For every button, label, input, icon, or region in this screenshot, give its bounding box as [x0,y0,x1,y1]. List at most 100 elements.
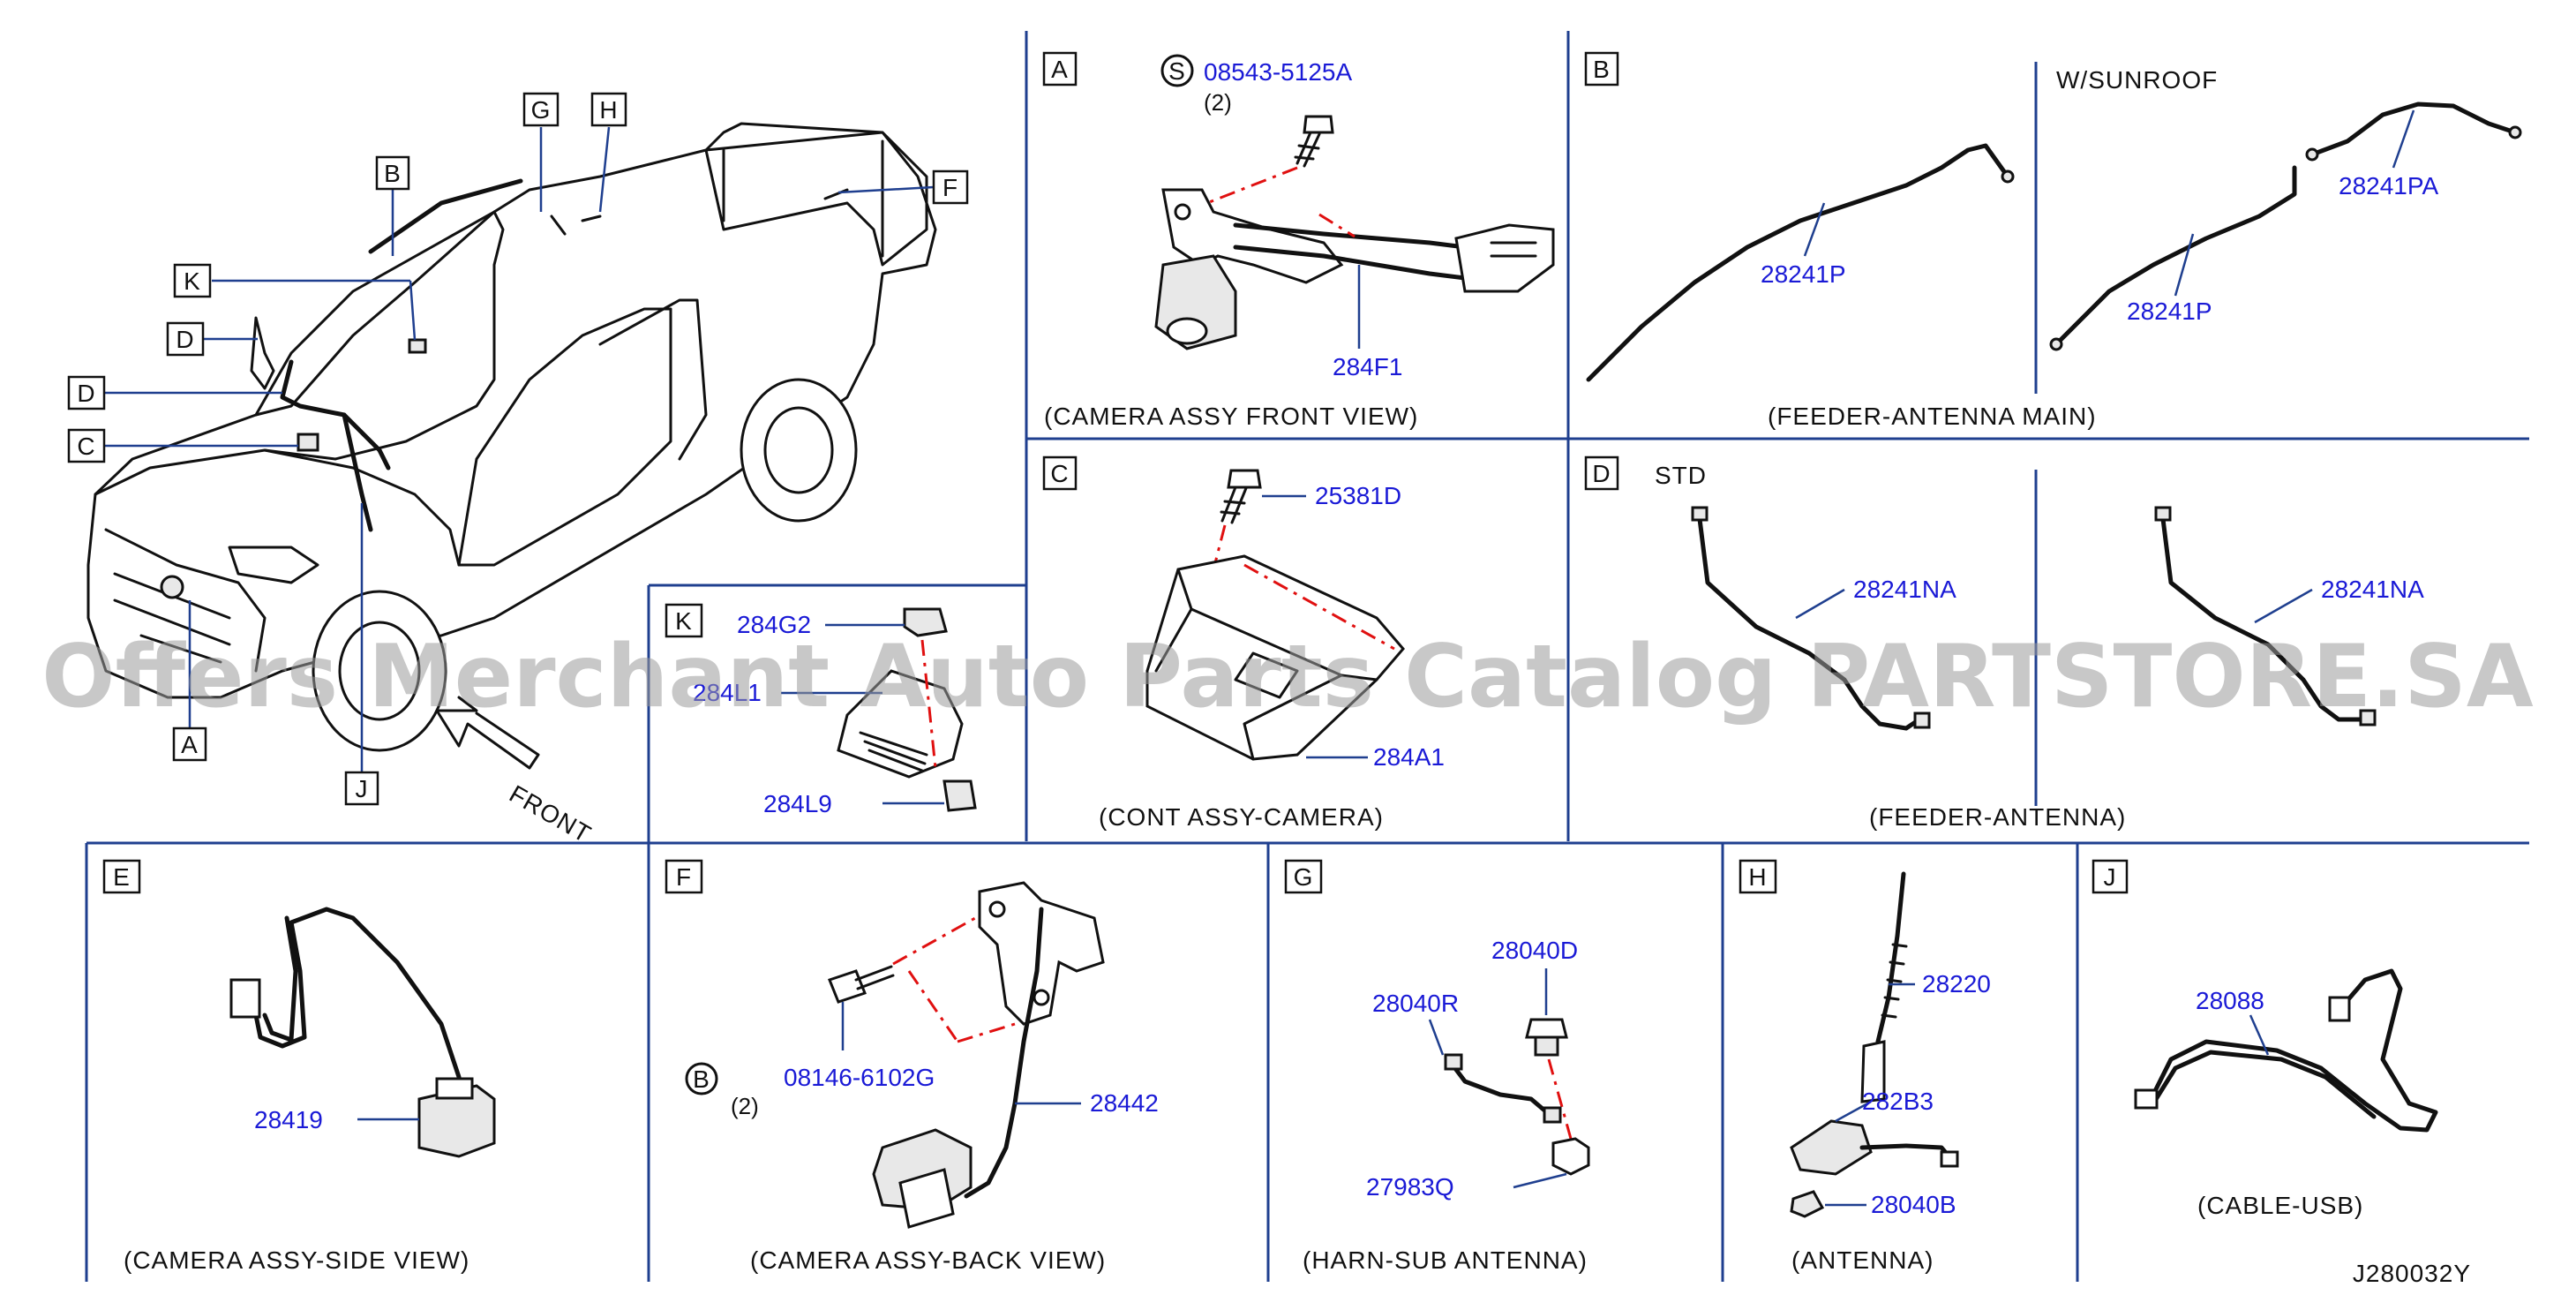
feeder-antenna-main [1586,143,2010,382]
feeder-antenna-std-right [2159,509,2368,722]
panel-b-part-left: 28241P [1761,260,1846,288]
camera-control-unit [1145,554,1405,761]
panel-b-caption: (FEEDER-ANTENNA MAIN) [1768,403,2097,430]
truck-doors [457,298,708,567]
truck-front-camera [160,575,184,599]
panel-b-variant: W/SUNROOF [2056,66,2218,94]
callout-j: J [356,775,369,802]
antenna-bolt-icon [1525,1018,1568,1039]
panel-c-part: 284A1 [1373,743,1445,771]
panel-b-part-right-a: 28241PA [2339,172,2438,200]
truck-rear-wheel [740,378,858,523]
panel-f-bolt-symbol: B [693,1065,710,1093]
vehicle-overview [86,122,937,752]
panel-f: F 08146-6102G B (2) 28442 (CAMERA ASSY-B… [665,859,1159,1274]
truck-headlight [228,546,319,584]
callout-box-h [590,92,627,127]
callout-g: G [531,96,552,124]
front-camera-connector [1454,223,1555,293]
panel-h: H 28220 282B3 28040B (ANTENNA) [1739,859,1991,1274]
feeder-antenna-sunroof-a [2309,102,2518,157]
panel-j-part: 28088 [2196,987,2264,1014]
panel-k-part-mid: 284L1 [693,679,762,706]
panel-j-letter: J [2104,863,2117,891]
panel-f-bolt-part: 08146-6102G [784,1064,935,1091]
panel-d: D STD 28241NA 28241NA (FEEDER-ANTENNA) [1584,455,2424,831]
antenna-nut-icon [1790,1190,1825,1218]
panel-g-caption: (HARN-SUB ANTENNA) [1303,1246,1588,1274]
back-camera-bracket [978,881,1105,1026]
antenna-base-cable [1859,1143,1953,1161]
map-lamp-clip-top [903,607,948,637]
map-lamp-clip-bottom [943,779,977,812]
antenna-base [1790,1119,1873,1176]
panel-f-caption: (CAMERA ASSY-BACK VIEW) [750,1246,1106,1274]
panel-k: K 284G2 284L1 284L9 [665,603,977,817]
panel-f-part: 28442 [1090,1089,1159,1117]
panel-h-part-base: 282B3 [1862,1088,1934,1115]
callout-b: B [384,160,402,187]
usb-connector-right [2328,996,2351,1022]
panel-a-screw-part: 08543-5125A [1204,58,1352,86]
panel-h-part-nut: 28040B [1871,1191,1956,1218]
callout-e: D [176,326,194,353]
callout-box-g [522,92,560,127]
panel-d-part-left: 28241NA [1853,576,1956,603]
panel-k-letter: K [675,607,693,635]
antenna-rod [1875,871,1906,1044]
callout-box-k [173,263,212,298]
panel-g-part-bolt: 28040D [1491,937,1578,964]
panel-j: J 28088 (CABLE-USB) [2092,859,2438,1219]
panel-g-part-bracket: 27983Q [1366,1173,1454,1201]
screw-icon [1303,115,1334,134]
panel-a-screw-qty: (2) [1204,89,1232,116]
callout-box-d [67,375,106,410]
panel-c-screw-part: 25381D [1315,482,1401,509]
truck-front-wheel [312,590,447,752]
diagram-id: J280032Y [2353,1260,2471,1287]
feeder-antenna-std-left [1696,509,1922,731]
panel-e-part: 28419 [254,1106,323,1133]
panel-h-part-rod: 28220 [1922,970,1991,998]
panel-frame [85,31,2529,1282]
antenna-rod-base [1860,1040,1886,1103]
callout-a: A [181,731,199,758]
panel-h-caption: (ANTENNA) [1791,1246,1934,1274]
panel-k-part-bottom: 284L9 [763,790,832,817]
panel-d-variant: STD [1655,462,1707,489]
watermark: Offers Merchant Auto Parts Catalog PARTS… [41,627,2534,727]
screw-symbol-a [1160,54,1194,87]
side-camera-unit [417,1084,496,1158]
panel-a-screw-symbol: S [1168,57,1186,85]
panel-d-part-right: 28241NA [2321,576,2424,603]
panel-d-caption: (FEEDER-ANTENNA) [1869,803,2126,831]
panel-k-part-top: 284G2 [737,611,811,638]
panel-f-letter: F [676,863,692,891]
feeder-antenna-sunroof-b [2054,165,2297,347]
panel-g-letter: G [1294,863,1314,891]
panel-j-caption: (CABLE-USB) [2197,1192,2363,1219]
panel-c-caption: (CONT ASSY-CAMERA) [1099,803,1384,831]
front-label: FRONT [505,779,596,848]
truck-bed [704,131,928,267]
truck-hood-line [94,448,461,567]
panel-g: G 28040D 28040R 27983Q (HARN-SUB ANTENNA… [1284,859,1590,1274]
panel-c-letter: C [1050,460,1069,487]
side-camera-connector [229,978,261,1019]
callout-box-a [172,727,207,762]
panel-b-part-right-b: 28241P [2127,297,2212,325]
callout-box-c [67,428,106,463]
panel-a-part: 284F1 [1333,353,1402,380]
panel-a-caption: (CAMERA ASSY FRONT VIEW) [1044,403,1418,430]
panel-f-bolt-qty: (2) [731,1093,759,1119]
callout-box-j [344,771,379,806]
usb-cable [2151,1039,2438,1133]
callout-f: F [943,174,958,201]
truck-roof-feeder [368,178,523,254]
front-camera-cable [1233,222,1468,250]
antenna-bracket [1551,1137,1590,1176]
truck-windshield [254,210,505,461]
callout-d: D [77,380,95,407]
callout-h: H [599,96,618,124]
